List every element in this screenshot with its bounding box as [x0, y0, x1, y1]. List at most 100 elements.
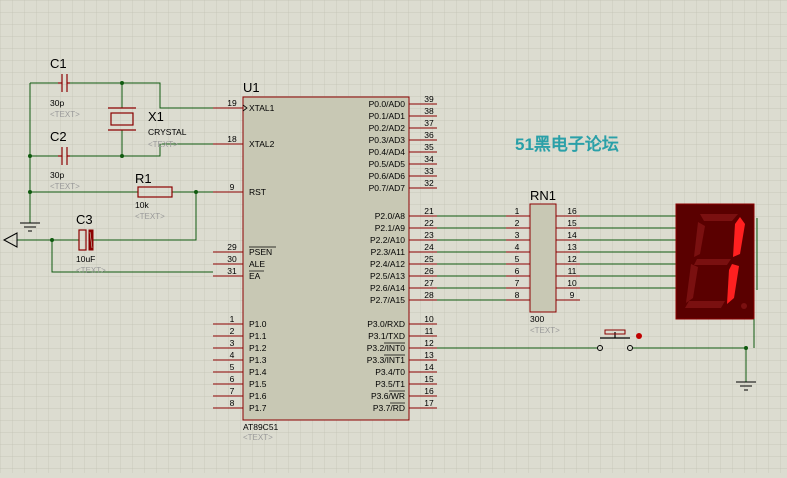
mcu-pin-label: P2.1/A9: [375, 223, 406, 233]
mcu-ref-label: U1: [243, 80, 260, 95]
mcu-pin-label: P3.2/INT0: [367, 343, 406, 353]
node: [28, 154, 32, 158]
mcu-pin-number: 27: [424, 278, 434, 288]
rn1-pin-number: 1: [515, 206, 520, 216]
mcu-pin-label: P0.3/AD3: [369, 135, 406, 145]
mcu-pin-label: P0.5/AD5: [369, 159, 406, 169]
mcu-pin-label: P1.2: [249, 343, 267, 353]
resistor-r1[interactable]: R1 10k <TEXT>: [135, 171, 173, 221]
mcu-pin-number: 35: [424, 142, 434, 152]
wire-ea-vcc: [51, 240, 213, 273]
rn1-pin-number: 8: [515, 290, 520, 300]
mcu-pin-number: 6: [230, 374, 235, 384]
node: [120, 81, 124, 85]
mcu-pin-number: 7: [230, 386, 235, 396]
crystal-x1[interactable]: X1 CRYSTAL <TEXT>: [108, 107, 187, 149]
int0-switch-circuit: [437, 346, 756, 391]
rn1-pin-number: 5: [515, 254, 520, 264]
node: [194, 190, 198, 194]
node: [50, 238, 54, 242]
node: [120, 154, 124, 158]
mcu-pin-label: P1.5: [249, 379, 267, 389]
rn1-body[interactable]: [529, 203, 557, 313]
segment-f: [694, 222, 705, 257]
rn1-pin-number: 9: [570, 290, 575, 300]
mcu-pin-number: 30: [227, 254, 237, 264]
mcu-pin-label: P1.6: [249, 391, 267, 401]
rn1-pin-number: 16: [567, 206, 577, 216]
mcu-pin-number: 33: [424, 166, 434, 176]
x1-value-label: CRYSTAL: [148, 127, 187, 137]
mcu-pin-number: 14: [424, 362, 434, 372]
segment-b: [733, 217, 745, 257]
mcu-pin-label: P1.4: [249, 367, 267, 377]
mcu-pin-number: 38: [424, 106, 434, 116]
mcu-pin-label: P3.1/TXD: [368, 331, 405, 341]
mcu-pin-number: 23: [424, 230, 434, 240]
mcu-pin-number: 22: [424, 218, 434, 228]
mcu-pin-number: 32: [424, 178, 434, 188]
mcu-pin-number: 11: [425, 326, 434, 336]
switch-indicator-dot: [636, 333, 642, 339]
mcu-pin-number: 16: [424, 386, 434, 396]
mcu-body[interactable]: [242, 96, 410, 421]
rn1-pin-number: 12: [567, 254, 577, 264]
wire-c2-right-xtal2: [70, 143, 213, 157]
mcu-pin-number: 9: [230, 182, 235, 192]
mcu-pin-label: P3.0/RXD: [367, 319, 405, 329]
oscillator-wiring: [2, 81, 213, 273]
mcu-pin-number: 28: [424, 290, 434, 300]
r1-value-label: 10k: [135, 200, 149, 210]
display-segments: [685, 214, 747, 309]
mcu-pin-number: 4: [230, 350, 235, 360]
c2-value-label: 30p: [50, 170, 64, 180]
mcu-pin-number: 29: [227, 242, 237, 252]
capacitor-c1[interactable]: C1 30p <TEXT>: [50, 56, 80, 119]
clock-arrow-icon: [242, 104, 248, 112]
mcu-pin-label: ALE: [249, 259, 265, 269]
rn1-pin-number: 13: [567, 242, 577, 252]
capacitor-c2[interactable]: C2 30p <TEXT>: [50, 129, 80, 191]
mcu-pin-number: 5: [230, 362, 235, 372]
rn1-pin-number: 4: [515, 242, 520, 252]
mcu-pin-label: P3.7/RD: [373, 403, 405, 413]
mcu-pin-label: P2.7/A15: [370, 295, 405, 305]
c2-ref-label: C2: [50, 129, 67, 144]
mcu-pin-number: 1: [230, 314, 235, 324]
mcu-pin-label: P1.1: [249, 331, 267, 341]
segment-g: [694, 259, 731, 265]
mcu-pin-number: 17: [424, 398, 434, 408]
capacitor-c3[interactable]: C3 10uF <TEXT>: [76, 212, 106, 275]
rn1-pin-number: 14: [567, 230, 577, 240]
mcu-pin-label: P0.7/AD7: [369, 183, 406, 193]
power-terminal-icon: [2, 232, 18, 248]
p2-bus-wires: [437, 215, 676, 301]
rn1-pin-number: 11: [568, 266, 577, 276]
c3-ref-label: C3: [76, 212, 93, 227]
mcu-pin-label: P1.7: [249, 403, 267, 413]
rn1-text-placeholder: <TEXT>: [530, 326, 560, 335]
c2-text-placeholder: <TEXT>: [50, 182, 80, 191]
mcu-pin-number: 25: [424, 254, 434, 264]
mcu-pin-number: 10: [424, 314, 434, 324]
segment-d: [685, 301, 725, 308]
c3-text-placeholder: <TEXT>: [76, 266, 106, 275]
mcu-pin-number: 3: [230, 338, 235, 348]
mcu-text-placeholder: <TEXT>: [243, 433, 273, 442]
mcu-pin-number: 19: [227, 98, 237, 108]
mcu-pin-number: 12: [424, 338, 434, 348]
seven-segment-display[interactable]: [675, 203, 758, 348]
mcu-pin-label: P3.6/WR: [371, 391, 405, 401]
push-button-switch[interactable]: [597, 329, 643, 351]
mcu-right-pins: 39P0.0/AD038P0.1/AD137P0.2/AD236P0.3/AD3…: [367, 94, 437, 413]
mcu-pin-number: 37: [424, 118, 434, 128]
mcu-pin-label: PSEN: [249, 247, 272, 257]
c3-value-label: 10uF: [76, 254, 95, 264]
rn1-pin-number: 6: [515, 266, 520, 276]
mcu-pin-label: P0.0/AD0: [369, 99, 406, 109]
